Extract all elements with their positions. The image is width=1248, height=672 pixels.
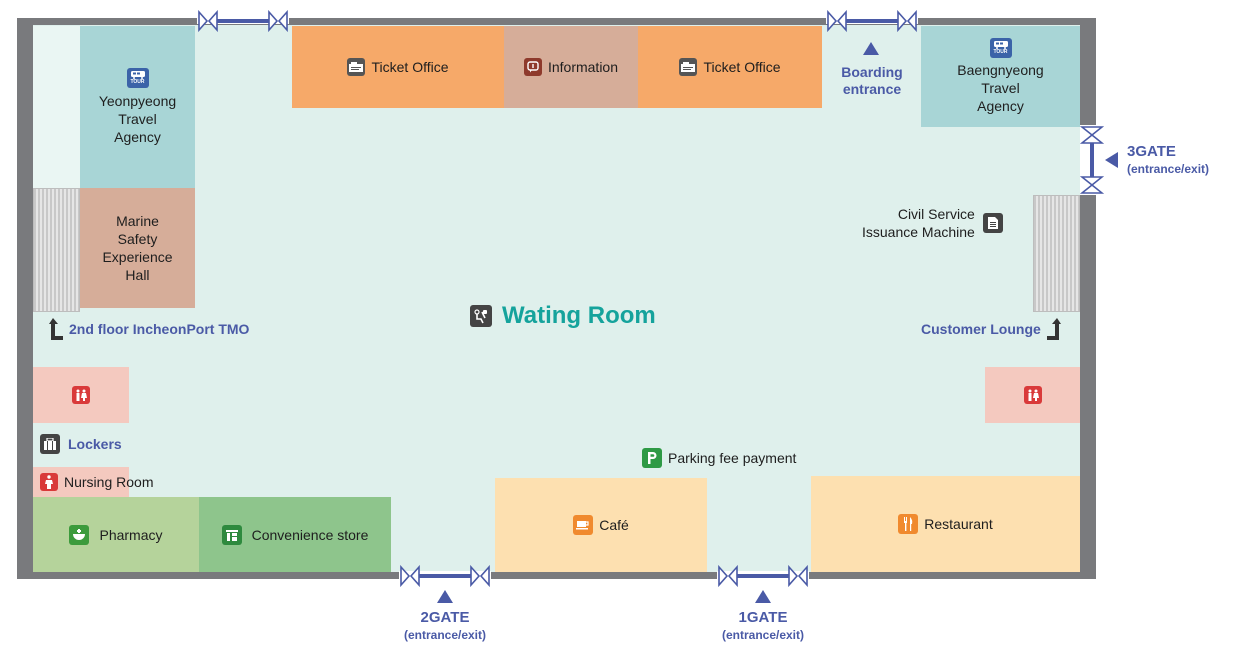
civil-service-machine[interactable]: Civil Service Issuance Machine: [862, 205, 1003, 241]
restroom-icon: [72, 386, 90, 404]
ticket-office-right[interactable]: Ticket Office: [638, 26, 822, 108]
yeonpyeong-label: Yeonpyeong Travel Agency: [98, 93, 177, 145]
parking-icon: [642, 448, 662, 468]
document-icon: [982, 213, 1003, 233]
marine-label: Marine Safety Experience Hall: [102, 213, 173, 283]
second-floor-label: 2nd floor IncheonPort TMO: [69, 321, 250, 337]
customer-lounge-link[interactable]: Customer Lounge: [921, 318, 1061, 340]
tour-bus-icon: TOUR: [989, 38, 1012, 58]
information-desk[interactable]: Information: [504, 26, 638, 108]
cafe[interactable]: Café: [495, 478, 707, 572]
pharmacy-icon: [69, 524, 90, 545]
parking-label: Parking fee payment: [668, 450, 797, 466]
lockers[interactable]: Lockers: [40, 434, 122, 454]
waiting-room: Wating Room: [470, 302, 656, 330]
baengnyeong-label: Baengnyeong Travel Agency: [957, 62, 1044, 114]
second-floor-link[interactable]: 2nd floor IncheonPort TMO: [49, 318, 249, 340]
pharmacy[interactable]: Pharmacy: [33, 497, 199, 572]
waiting-room-icon: [470, 305, 492, 327]
escalator-arrow-icon: [1046, 318, 1061, 340]
yeonpyeong-travel-agency[interactable]: TOUR Yeonpyeong Travel Agency: [80, 26, 195, 188]
tour-badge-text: TOUR: [130, 79, 145, 85]
pharmacy-label: Pharmacy: [99, 526, 163, 543]
baengnyeong-travel-agency[interactable]: TOUR Baengnyeong Travel Agency: [921, 26, 1080, 127]
information-label: Information: [547, 59, 619, 75]
nursing-room-label: Nursing Room: [64, 474, 154, 490]
top-door-left[interactable]: [197, 10, 289, 34]
waiting-room-label: Wating Room: [502, 302, 656, 329]
gate2-arrow-icon: [437, 590, 453, 603]
restaurant[interactable]: Restaurant: [811, 476, 1080, 572]
restaurant-label: Restaurant: [924, 516, 993, 532]
ticket-office-left-label: Ticket Office: [371, 59, 449, 75]
boarding-entrance-label: Boarding entrance: [841, 64, 903, 97]
gate2-label[interactable]: 2GATE (entrance/exit): [380, 609, 510, 643]
cafe-label: Café: [599, 517, 629, 533]
gate1-arrow-icon: [755, 590, 771, 603]
left-escalator: [33, 188, 80, 312]
gate1-door[interactable]: [717, 565, 809, 589]
gate2-title: 2GATE: [420, 609, 470, 626]
convenience-store-icon: [221, 524, 242, 545]
gate2-door[interactable]: [399, 565, 491, 589]
boarding-door[interactable]: [826, 10, 918, 34]
gate3-arrow-icon: [1105, 152, 1118, 168]
tour-bus-icon: TOUR: [126, 68, 149, 88]
boarding-arrow-icon: [863, 42, 879, 55]
civil-service-label: Civil Service Issuance Machine: [862, 206, 975, 240]
gate1-title: 1GATE: [738, 609, 788, 626]
nursing-room[interactable]: Nursing Room: [40, 473, 153, 491]
nursing-room-icon: [40, 473, 58, 491]
ticket-icon: [347, 58, 366, 76]
gate3-door[interactable]: [1080, 125, 1104, 195]
ticket-icon: [679, 58, 698, 76]
marine-safety-experience-hall[interactable]: Marine Safety Experience Hall: [80, 188, 195, 308]
gate3-subtitle: (entrance/exit): [1127, 162, 1210, 176]
convenience-store[interactable]: Convenience store: [199, 497, 391, 572]
gate3-label[interactable]: 3GATE (entrance/exit): [1127, 143, 1209, 177]
left-corridor: [33, 26, 80, 188]
gate1-label[interactable]: 1GATE (entrance/exit): [698, 609, 828, 643]
gate1-subtitle: (entrance/exit): [721, 628, 805, 642]
information-icon: [523, 58, 542, 76]
convenience-store-label: Convenience store: [251, 526, 369, 543]
restroom-left[interactable]: [33, 367, 129, 423]
restroom-icon: [1023, 386, 1042, 404]
locker-icon: [40, 434, 60, 454]
restroom-right[interactable]: [985, 367, 1080, 423]
escalator-arrow-icon: [49, 318, 63, 340]
gate3-title: 3GATE: [1127, 143, 1176, 160]
gate2-subtitle: (entrance/exit): [403, 628, 487, 642]
ticket-office-right-label: Ticket Office: [703, 59, 781, 75]
customer-lounge-label: Customer Lounge: [921, 321, 1041, 337]
ticket-office-left[interactable]: Ticket Office: [292, 26, 504, 108]
cafe-icon: [573, 515, 594, 535]
parking-fee-payment[interactable]: Parking fee payment: [642, 448, 796, 468]
lockers-label: Lockers: [68, 436, 122, 452]
tour-badge-text: TOUR: [993, 49, 1008, 55]
restaurant-icon: [898, 514, 919, 534]
right-escalator: [1033, 195, 1080, 312]
